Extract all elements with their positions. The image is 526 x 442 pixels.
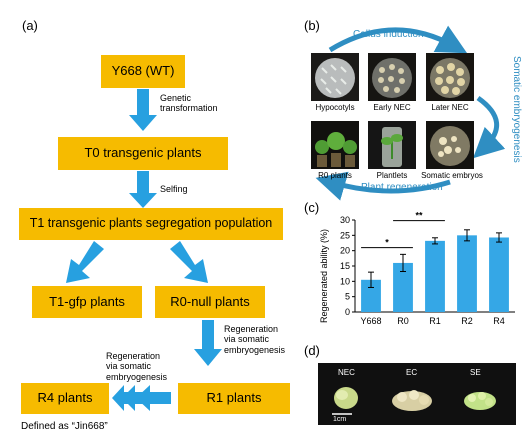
tissue-label-nec: NEC [338, 368, 355, 377]
thumb-later-nec [426, 53, 474, 101]
cycle-arrow-top [328, 25, 468, 54]
box-t1-segregation: T1 transgenic plants segregation populat… [19, 208, 283, 240]
arrow-down-3 [194, 320, 222, 366]
bar-r1 [425, 240, 445, 312]
arrow-down-2 [129, 171, 157, 208]
caption-hypocotyls: Hypocotyls [315, 103, 355, 112]
thumb-hypocotyls [311, 53, 359, 101]
y-tick-label: 15 [340, 261, 350, 271]
panel-b-label: (b) [304, 18, 320, 33]
y-tick-label: 20 [340, 246, 350, 256]
arrow-diag-left [66, 241, 104, 283]
caption-later-nec: Later NEC [431, 103, 469, 112]
y-tick-label: 5 [345, 292, 350, 302]
note-regeneration-right: Regeneration via somatic embryogenesis [224, 324, 286, 355]
y-tick-label: 30 [340, 215, 350, 225]
box-r0-null: R0-null plants [155, 286, 265, 318]
bar-r4 [489, 237, 509, 312]
caption-early-nec: Early NEC [373, 103, 411, 112]
bar-y668 [361, 279, 381, 312]
cycle-label-plant-regeneration: Plant regeneration [361, 182, 443, 193]
note-regeneration-left: Regeneration via somatic embryogenesis [106, 351, 168, 382]
caption-r0-plants: R0 plants [318, 171, 352, 180]
thumb-plantlets [368, 121, 416, 169]
note-selfing: Selfing [160, 184, 188, 194]
tissue-se-sample [464, 392, 496, 410]
box-r1-plants: R1 plants [178, 383, 290, 414]
tissue-ec-sample [392, 390, 432, 411]
y-tick-label: 0 [345, 307, 350, 317]
cycle-label-somatic-embryogenesis: Somatic embryogenesis [511, 56, 522, 163]
footnote-jin668: Defined as “Jin668” [21, 421, 108, 432]
box-r4-plants: R4 plants [21, 383, 109, 414]
x-tick-label: R0 [397, 316, 409, 326]
x-tick-label: Y668 [360, 316, 381, 326]
note-genetic-transformation: Genetic transformation [160, 93, 218, 114]
significance-marker: ** [415, 211, 423, 221]
scale-bar-label: 1cm [333, 416, 347, 423]
arrow-diag-right [170, 241, 208, 283]
arrow-down-1 [129, 89, 157, 131]
panel-d-label: (d) [304, 343, 320, 358]
panel-a-arrows [66, 89, 222, 411]
cycle-arrow-bottom [315, 171, 451, 201]
cycle-label-callus-induction: Callus induction [353, 29, 424, 40]
arrow-chevron-2 [122, 385, 149, 411]
x-tick-label: R2 [461, 316, 473, 326]
box-t0-transgenic: T0 transgenic plants [58, 137, 228, 170]
x-tick-label: R4 [493, 316, 505, 326]
panel-a-label: (a) [22, 18, 38, 33]
bar-r2 [457, 235, 477, 312]
tissue-photo-panel: NEC EC SE 1cm [318, 363, 516, 425]
thumb-somatic-embryos [426, 121, 474, 169]
thumb-r0-plants [311, 121, 359, 169]
box-t1-gfp: T1-gfp plants [32, 286, 142, 318]
y-tick-label: 10 [340, 276, 350, 286]
tissue-nec-sample [334, 387, 358, 409]
caption-somatic-embryos: Somatic embryos [421, 171, 483, 180]
x-tick-label: R1 [429, 316, 441, 326]
tissue-label-ec: EC [406, 368, 418, 377]
tissue-label-se: SE [470, 368, 481, 377]
bar-r0 [393, 262, 413, 312]
y-axis-label: Regenerated ability (%) [319, 229, 329, 323]
y-tick-label: 25 [340, 230, 350, 240]
caption-plantlets: Plantlets [376, 171, 408, 180]
panel-b-cycle-arrows [315, 25, 506, 201]
box-wild-type: Y668 (WT) [101, 55, 185, 88]
thumb-early-nec [368, 53, 416, 101]
cycle-arrow-right [473, 95, 506, 159]
arrow-chevron-3 [112, 385, 135, 411]
panel-c-label: (c) [304, 200, 320, 215]
arrow-chevron-1 [136, 385, 171, 411]
significance-marker: * [385, 238, 389, 248]
